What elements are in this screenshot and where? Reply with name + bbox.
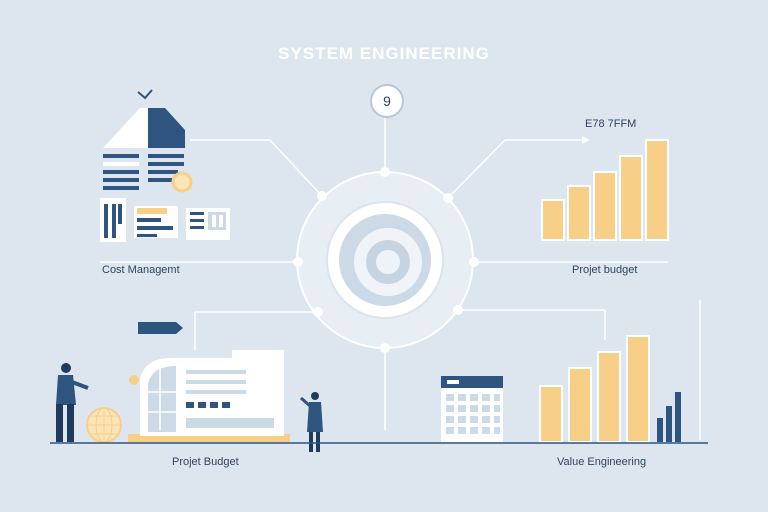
project-budget-bottom-label: Projet Budget [172, 456, 239, 468]
globe-icon [86, 407, 122, 443]
report-sheets-icon [100, 198, 230, 242]
hub-node-dots [293, 167, 479, 353]
cost-management-label: Cost Managemt [102, 264, 180, 276]
page-title: SYSTEM ENGINEERING [278, 44, 490, 63]
top-right-bar-chart [541, 139, 669, 241]
house-document-icon [103, 89, 193, 193]
control-panel-machine-icon [128, 350, 290, 442]
arrow-right-icon [582, 136, 590, 144]
top-right-code-label: E78 7FFM [585, 118, 637, 130]
project-budget-right-label: Projet budget [572, 264, 638, 276]
calendar-icon [441, 376, 503, 442]
connector-lines [100, 116, 701, 440]
arrow-banner-icon [138, 322, 183, 334]
small-blue-bars [657, 392, 681, 442]
value-engineering-label: Value Engineering [557, 456, 647, 468]
step-badge: 9 [370, 84, 404, 118]
person-small-figure [300, 392, 323, 452]
person-standing-left [56, 363, 89, 442]
hub-target-icon [296, 171, 474, 349]
value-engineering-bar-chart [539, 335, 650, 443]
